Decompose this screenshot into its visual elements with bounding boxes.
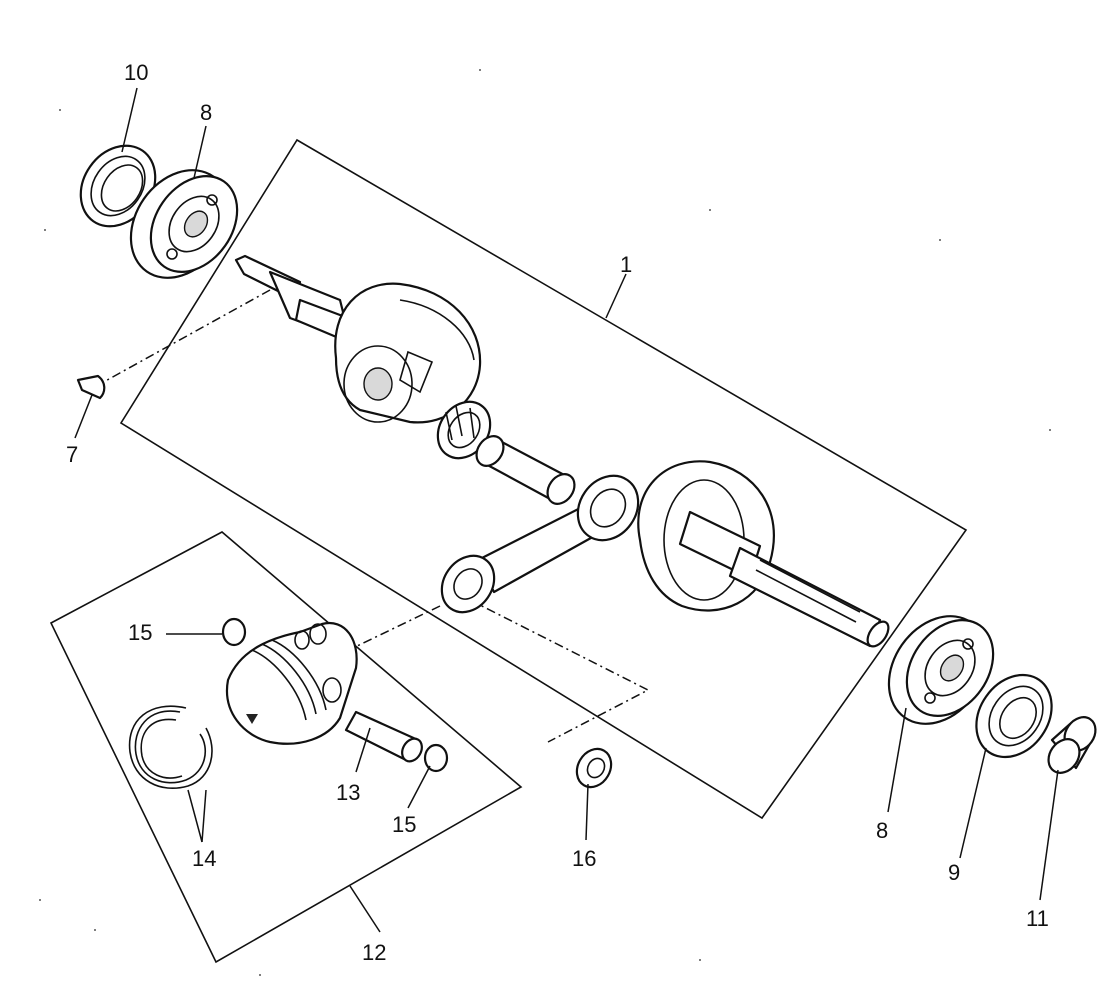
callout-11: 11 <box>1026 906 1049 931</box>
callout-9: 9 <box>948 860 960 885</box>
bearing-left <box>129 169 239 279</box>
callout-8-right: 8 <box>876 818 888 843</box>
woodruff-key <box>76 374 106 400</box>
piston-assembly-frame <box>49 531 523 964</box>
crankshaft-left-half <box>234 254 482 424</box>
callout-15-upper: 15 <box>128 620 152 645</box>
piston-rings <box>128 705 213 790</box>
piston-pin-clip-upper <box>221 617 247 647</box>
callout-1: 1 <box>620 252 632 277</box>
piston <box>225 621 358 745</box>
callout-14: 14 <box>192 846 216 871</box>
callout-8-left: 8 <box>200 100 212 125</box>
callout-13: 13 <box>336 780 360 805</box>
callout-labels: 10 8 1 7 15 13 15 14 16 12 8 9 11 <box>66 60 1049 965</box>
nut <box>575 747 613 789</box>
assembly-centerlines <box>99 289 650 743</box>
leader-lines <box>74 87 1059 933</box>
piston-pin <box>344 710 423 763</box>
oil-seal-left <box>79 144 157 228</box>
piston-pin-clip-lower <box>423 743 449 773</box>
callout-10: 10 <box>124 60 148 85</box>
crankshaft-right-half <box>637 460 890 648</box>
callout-7: 7 <box>66 442 78 467</box>
connecting-rod <box>440 474 640 614</box>
crank-pin <box>475 435 576 505</box>
bearing-right <box>887 615 995 725</box>
callout-16: 16 <box>572 846 596 871</box>
collar <box>1047 716 1097 774</box>
oil-seal-right <box>975 673 1053 759</box>
scan-specks <box>39 69 1051 976</box>
crankshaft-assembly-frame <box>119 138 968 820</box>
callout-15-lower: 15 <box>392 812 416 837</box>
callout-12: 12 <box>362 940 386 965</box>
